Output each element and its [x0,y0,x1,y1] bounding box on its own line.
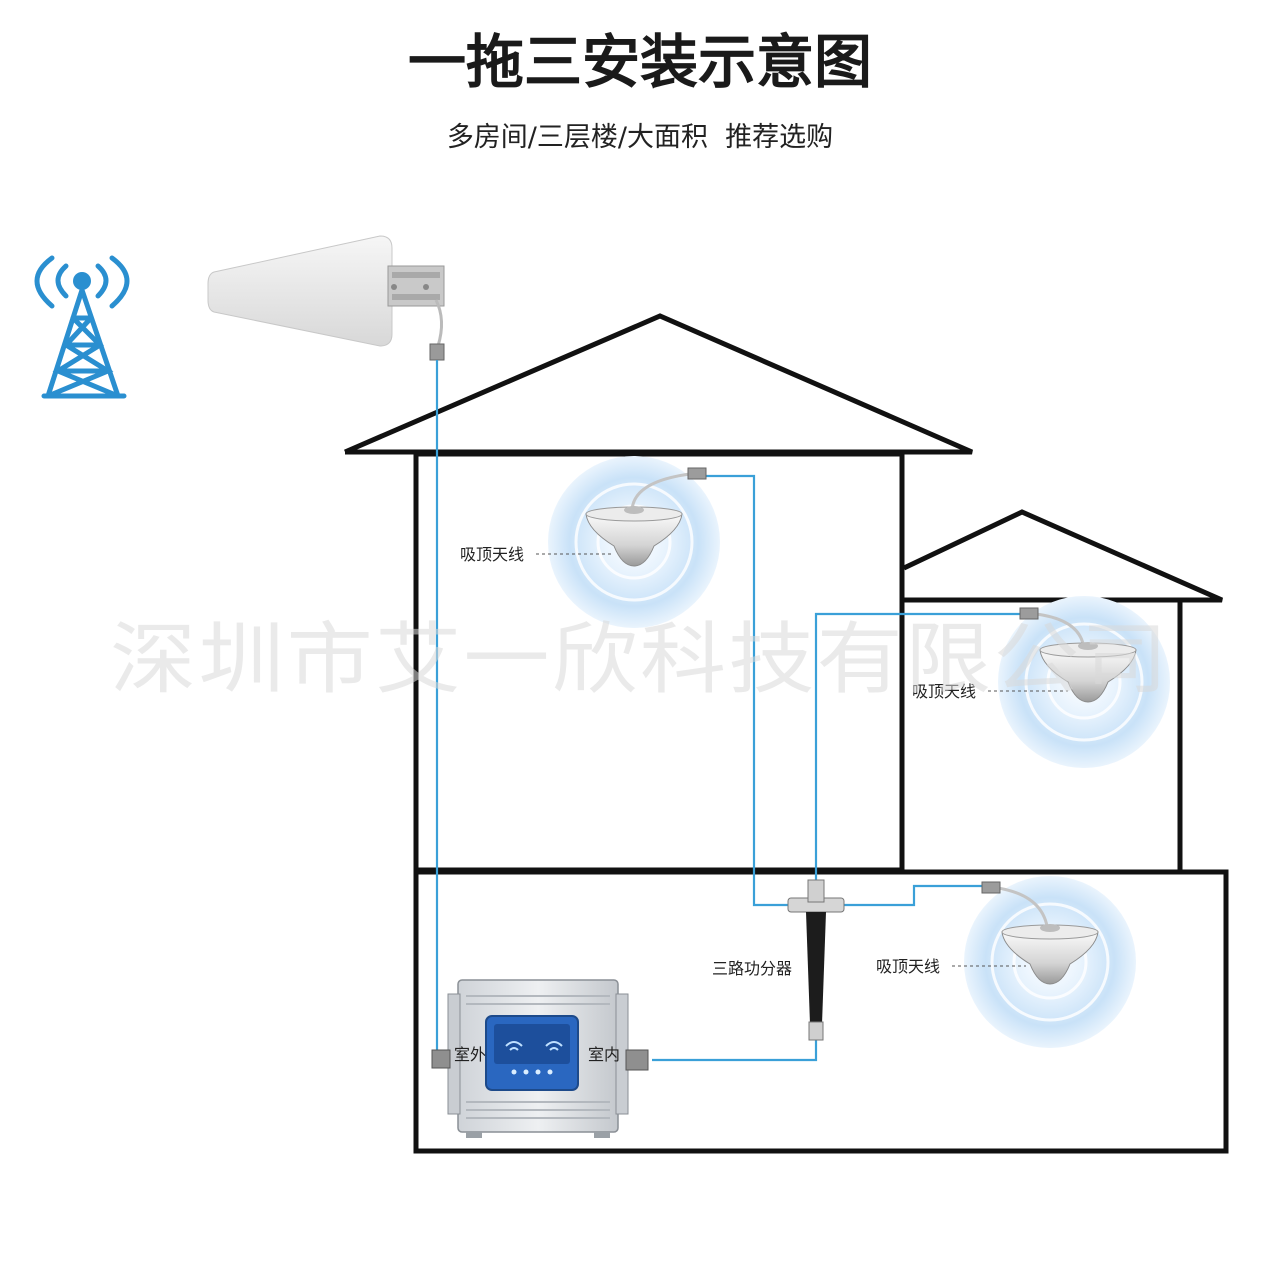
ceiling-antenna-2 [1019,607,1137,703]
page-title: 一拖三安装示意图 [408,28,872,96]
antenna-label-3: 吸顶天线 [876,957,1026,976]
antenna-label-2: 吸顶天线 [912,682,1068,701]
ceiling-antenna-3 [981,881,1099,985]
cell-tower-icon [34,255,130,399]
outdoor-antenna [207,235,445,361]
repeater-outdoor-label: 室外 [454,1045,486,1064]
coax-cables [435,360,1022,1062]
house-outline [344,313,1229,1154]
ceiling-antenna-1 [585,467,707,567]
power-splitter [787,879,845,1041]
repeater-device: 室外 室内 [431,979,649,1138]
antenna-label-1: 吸顶天线 [460,545,612,564]
ceiling-antenna-label-1: 吸顶天线 [460,545,524,564]
page-subtitle: 多房间/三层楼/大面积 推荐选购 [447,122,833,153]
ceiling-antenna-label-2: 吸顶天线 [912,682,976,701]
splitter-label: 三路功分器 [712,959,792,978]
watermark: 深圳市艾一欣科技有限公司 [110,615,1170,705]
repeater-indoor-label: 室内 [588,1045,620,1064]
ceiling-antenna-label-3: 吸顶天线 [876,957,940,976]
